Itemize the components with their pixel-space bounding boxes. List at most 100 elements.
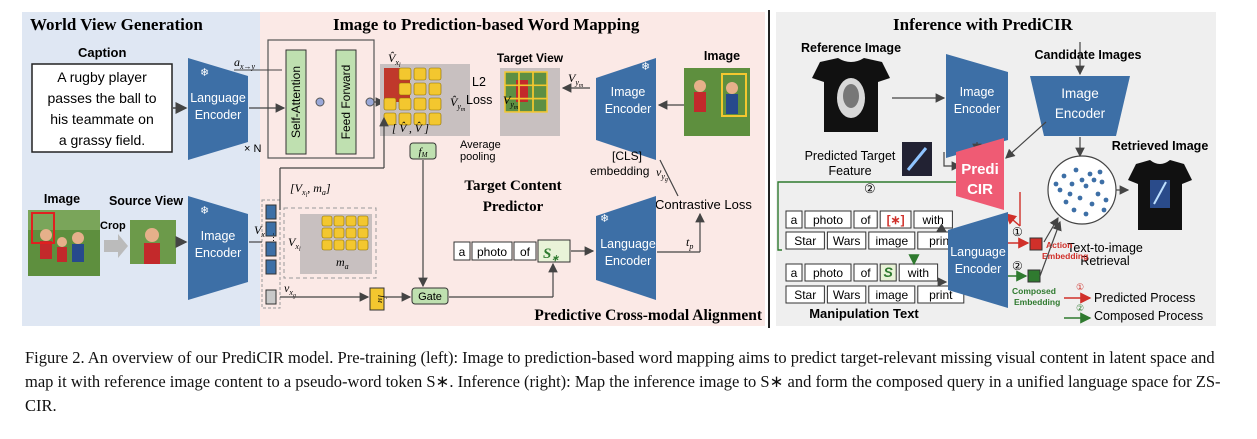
embedding-point [1071,207,1077,213]
embedding-point [1069,181,1075,187]
token-text: print [929,234,953,248]
patch-cell [398,82,412,96]
token-text: print [929,288,953,302]
patch-cell [383,97,397,111]
patch-cell [413,97,427,111]
composed-embedding-label-2: Embedding [1014,297,1060,307]
legend-two-marker: ② [1076,303,1084,313]
legend-composed-label: Composed Process [1094,309,1203,323]
masked-patch-cell [333,215,345,227]
add-node [365,97,375,107]
token-text: Star [794,288,816,302]
target-view-patch [504,71,548,113]
embedding-point [1097,169,1103,175]
m-a-label: ma [336,255,349,271]
masked-patch-grid [321,215,369,251]
embedding-point [1091,177,1097,183]
crop-label: Crop [100,220,126,232]
image-encoder-ref-label-2: Encoder [954,102,1001,116]
v-hat-xl-label: V̂xl [388,51,401,69]
token-column-frame [261,199,281,309]
target-view-label: Target View [497,51,564,65]
token-box [868,231,916,250]
token-text: image [875,234,908,248]
patch-cell [398,97,412,111]
token-box [879,210,912,229]
snowflake-icon: ❄ [641,61,650,73]
image-encoder-left-label-1: Image [201,229,236,243]
candidate-images-label: Candidate Images [1035,48,1142,62]
embedding-point [1095,191,1101,197]
step-two-marker: ② [864,181,876,196]
composed-to-space-arrow [1039,220,1062,277]
caption-line-4: a grassy field. [59,132,145,148]
token-text: a [791,213,798,227]
action-to-predicir-arrow [1004,213,1021,227]
token-text: photo [813,213,843,227]
masked-patch-cell [345,215,357,227]
v-yg-label: vyg [656,165,668,183]
embedding-point [1061,173,1067,179]
patch-cell [428,82,442,96]
action-embedding-label-2: Embedding [1042,251,1088,261]
avg-tuple-label: [ V̂ , V̂ ] [392,121,429,135]
embedding-point [1057,187,1063,193]
text-to-image-label-1: Text-to-image [1067,241,1143,255]
section-title-inference: Inference with PrediCIR [893,15,1073,34]
token-box [853,210,878,229]
action-embedding-label-1: Action [1046,240,1072,250]
embedding-point [1079,177,1085,183]
token-text: Star [794,234,816,248]
token-box [879,263,897,282]
t-p-label: tp [686,235,693,251]
feed-forward-block [335,49,357,155]
cls-label-2: embedding [590,164,649,178]
prompt-token: a [459,245,466,259]
embedding-point [1089,201,1095,207]
caption-line-2: passes the ball to [48,90,157,106]
prompt-token: photo [477,245,507,259]
masked-patch-cell [345,227,357,239]
composed-embedding-label-1: Composed [1012,286,1056,296]
contrastive-loss-label: Contrastive Loss [655,197,752,212]
embedding-point [1087,171,1093,177]
image-encoder-target-label-2: Encoder [605,102,652,116]
token-box [826,231,867,250]
embedding-point [1083,211,1089,217]
token-box [868,285,916,304]
token-box [785,210,803,229]
legend-one-marker: ① [1076,282,1084,292]
step-two-path [777,181,956,251]
snowflake-icon: ❄ [200,67,209,79]
predicir-block [956,138,1004,210]
image-encoder-left-label-2: Encoder [195,246,242,260]
step-two-marker-right: ② [1012,259,1023,273]
self-attention-block [285,49,307,155]
patch-cell [398,67,412,81]
image-label-left: Image [44,192,80,206]
token-text: Wars [833,288,861,302]
retrieved-image-label: Retrieved Image [1112,139,1209,153]
predicted-target-label-1: Predicted Target [805,149,896,163]
token-box [804,210,852,229]
token-cell [265,241,277,257]
average-pooling-label-1: Average [460,139,501,151]
embedding-point [1053,181,1059,187]
patch-cell [413,67,427,81]
patch-cell [428,97,442,111]
masked-patch-cell [333,227,345,239]
section-title-world-view: World View Generation [30,15,203,34]
l2-loss-label-2: Loss [466,93,492,107]
token-text: image [875,288,908,302]
predicted-target-label-2: Feature [828,164,871,178]
image-encoder-cand-label-2: Encoder [1055,106,1106,121]
composed-embedding-square [1027,269,1041,283]
language-encoder-mid-label-2: Encoder [605,254,652,268]
v-ym-label: Vym [503,93,519,111]
crop-arrow [104,234,128,258]
image-encoder-target-label-1: Image [611,85,646,99]
image-encoder-left [188,196,248,300]
a-xy-label: ax→y [234,55,256,71]
step-one-marker: ① [1012,225,1023,239]
